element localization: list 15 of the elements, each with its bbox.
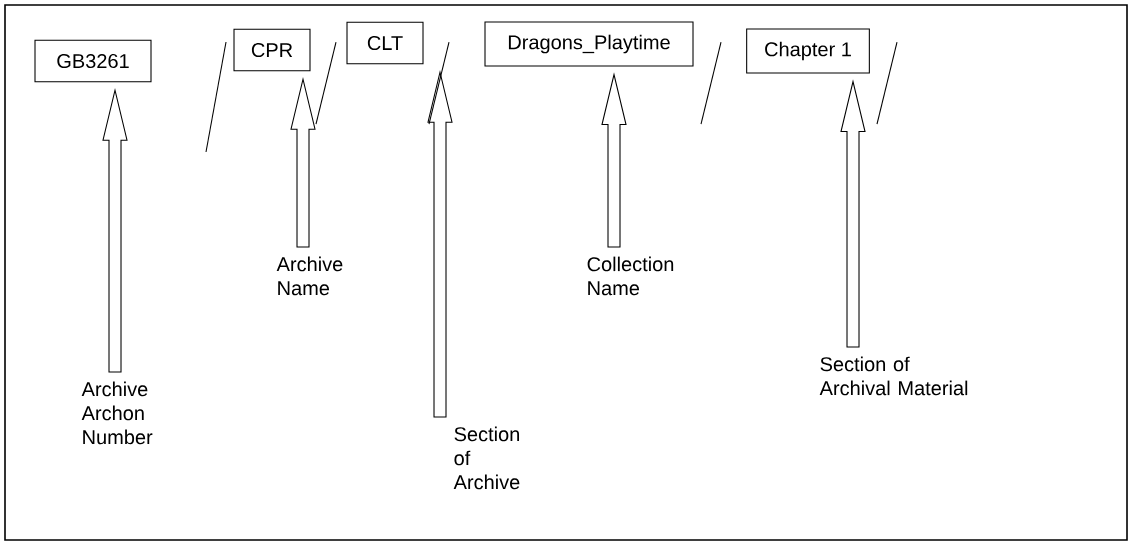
hollow-arrow bbox=[601, 72, 627, 248]
hollow-arrow bbox=[290, 76, 316, 248]
label-text: Archive Archon Number bbox=[81, 381, 153, 445]
text-box: Dragons_Playtime bbox=[484, 21, 694, 67]
text-box: CPR bbox=[233, 28, 311, 72]
label-text: Collection Name bbox=[587, 256, 674, 296]
text-box: Chapter 1 bbox=[746, 28, 870, 74]
label-text: Archive Name bbox=[276, 256, 343, 296]
hollow-arrow bbox=[840, 79, 866, 348]
label-text: Section of Archival Material bbox=[819, 356, 968, 396]
text-box: GB3261 bbox=[34, 39, 152, 83]
hollow-arrow bbox=[427, 69, 453, 418]
label-text: Section of Archive bbox=[453, 426, 520, 490]
hollow-arrow bbox=[102, 87, 128, 373]
text-box: CLT bbox=[346, 21, 424, 65]
